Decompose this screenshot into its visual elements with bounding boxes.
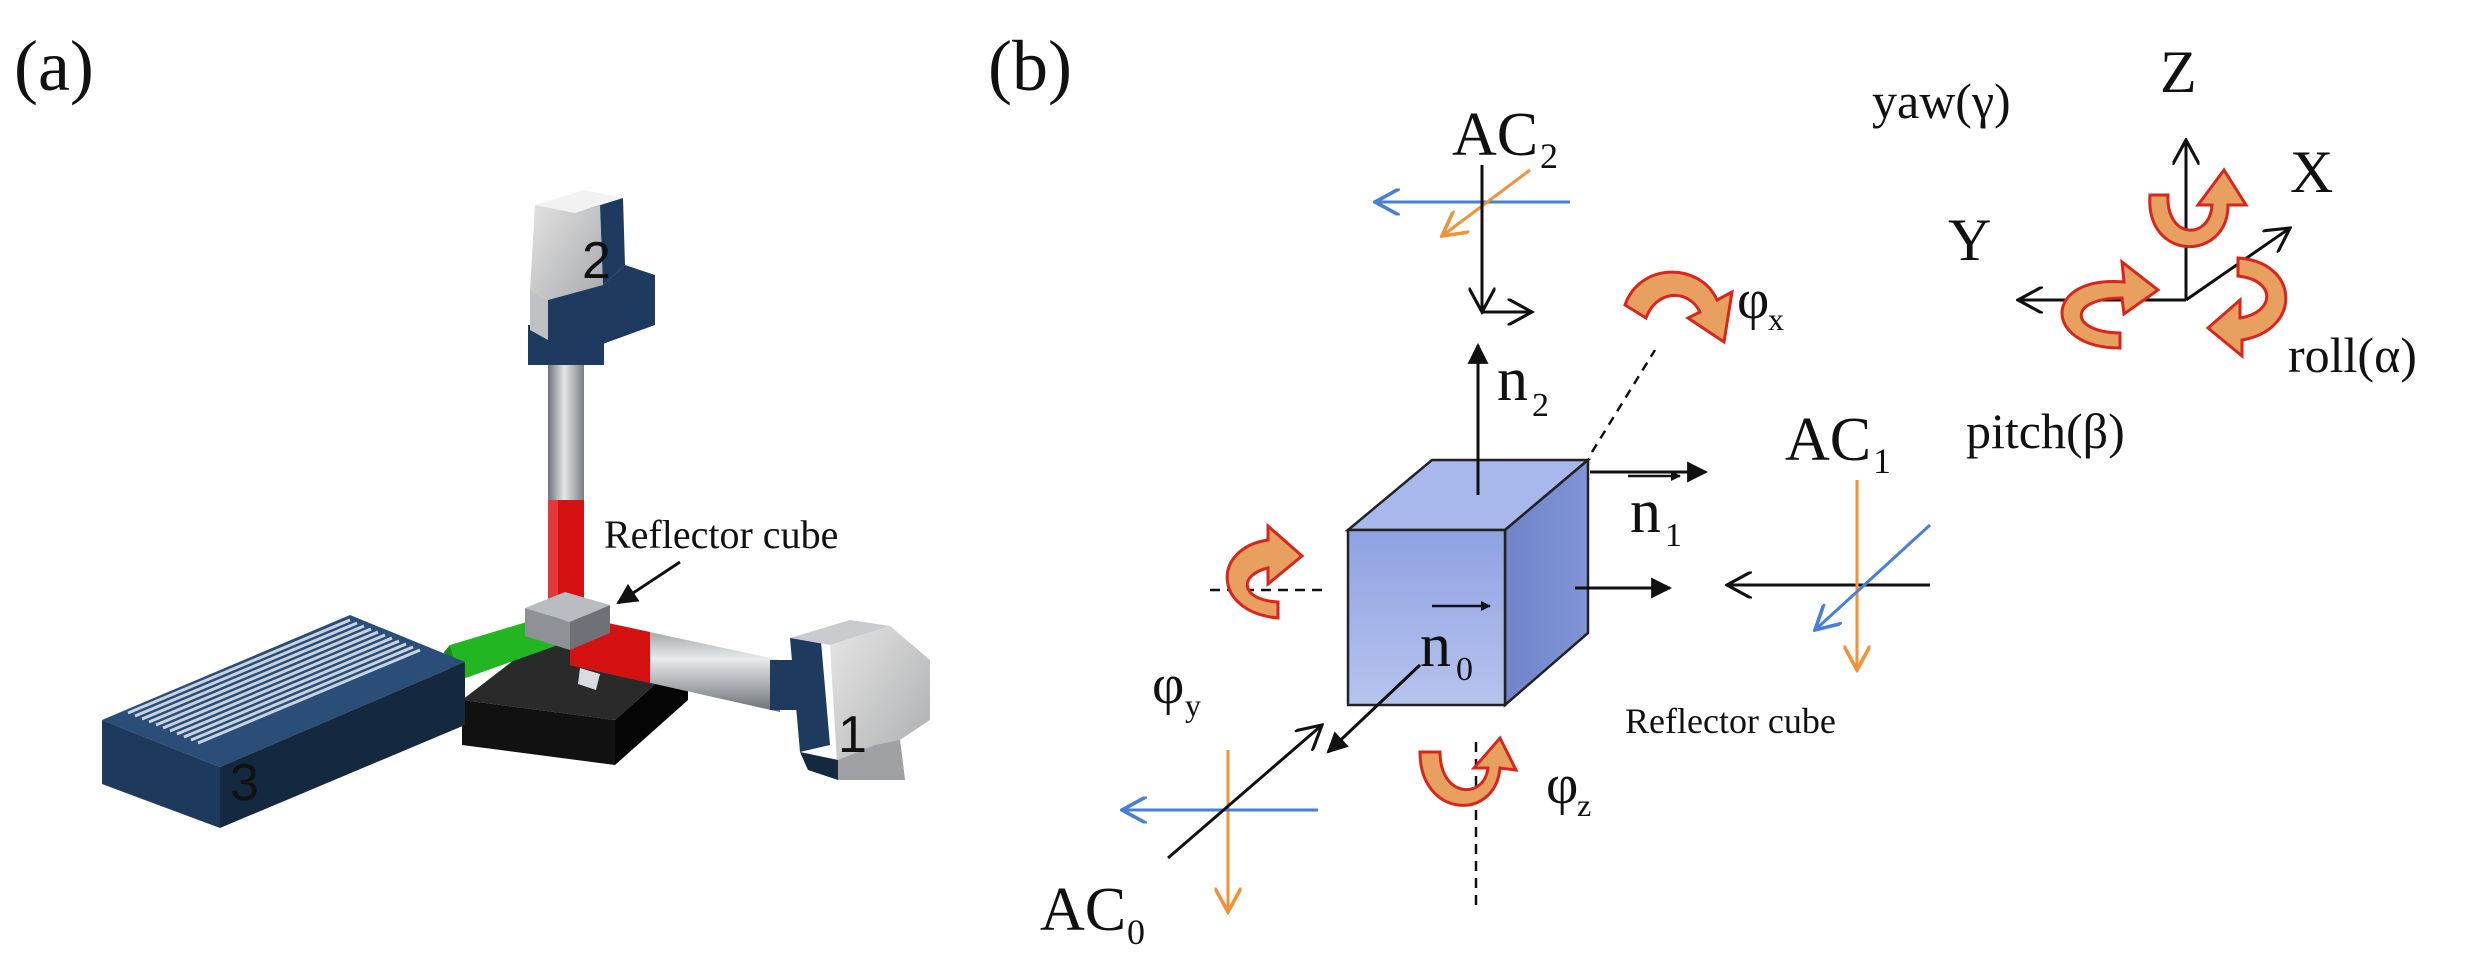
normal-n2: n 2 <box>1467 342 1549 495</box>
panel-b-label: (b) <box>988 26 1072 106</box>
curved-arrow-icon <box>2205 256 2288 360</box>
unit-1-number: 1 <box>838 706 867 764</box>
rotation-phi-y: φ y <box>1152 522 1322 723</box>
reflector-cube-annotation: Reflector cube <box>604 512 838 557</box>
reflector-cube-label: Reflector cube <box>1625 701 1836 741</box>
panel-b: (b) Reflector cube n 2 n 1 n 0 AC <box>988 26 2417 952</box>
unit-2-number: 2 <box>582 232 611 290</box>
svg-text:1: 1 <box>1873 441 1891 481</box>
svg-text:x: x <box>1768 301 1784 337</box>
coordinate-axes: Z X Y yaw(γ) roll(α) pitch(β) <box>1872 39 2417 459</box>
curved-arrow-icon <box>1623 270 1734 345</box>
unit-3: 3 <box>102 615 465 828</box>
svg-text:φ: φ <box>1546 754 1578 816</box>
svg-text:2: 2 <box>1532 387 1549 424</box>
rotation-phi-x: φ x <box>1590 269 1784 453</box>
pitch-label: pitch(β) <box>1966 403 2125 459</box>
svg-text:AC: AC <box>1452 101 1538 169</box>
curved-arrow-icon <box>2060 258 2161 350</box>
axis-y-label: Y <box>1948 207 1991 273</box>
yaw-label: yaw(γ) <box>1872 73 2011 129</box>
reflector-cube <box>1344 457 1592 708</box>
svg-text:2: 2 <box>1540 136 1558 176</box>
autocollimator-ac1: AC 1 <box>1727 406 1932 670</box>
panel-a-label: (a) <box>14 26 94 106</box>
svg-text:z: z <box>1577 787 1591 823</box>
unit-2: 2 <box>528 190 655 365</box>
axis-x-label: X <box>2290 139 2333 205</box>
svg-text:AC: AC <box>1785 406 1871 474</box>
autocollimator-ac2: AC 2 <box>1375 101 1570 312</box>
unit-3-number: 3 <box>230 754 259 812</box>
svg-text:y: y <box>1185 687 1201 723</box>
svg-text:1: 1 <box>1665 517 1682 554</box>
reflector-mount <box>525 592 610 690</box>
unit-1: 1 <box>770 620 930 780</box>
autocollimator-ac0: AC 0 <box>1040 663 1422 952</box>
svg-text:AC: AC <box>1040 876 1126 944</box>
curved-arrow-icon <box>1225 522 1305 620</box>
normal-n0: n 0 <box>1420 577 1673 688</box>
axis-z-label: Z <box>2160 39 2197 105</box>
roll-label: roll(α) <box>2288 327 2417 383</box>
vent-slots <box>127 618 421 745</box>
normal-n1: n 1 <box>1590 461 1709 554</box>
annotation-arrow <box>616 560 681 605</box>
curved-arrow-icon <box>1418 735 1519 807</box>
svg-text:n: n <box>1630 478 1661 546</box>
vertical-arm <box>548 355 584 620</box>
svg-text:n: n <box>1497 346 1528 414</box>
svg-text:φ: φ <box>1737 269 1769 331</box>
panel-a: (a) <box>14 26 930 828</box>
curved-arrow-icon <box>2148 167 2249 249</box>
rotation-phi-z: φ z <box>1418 735 1591 912</box>
svg-text:0: 0 <box>1127 912 1145 952</box>
svg-text:φ: φ <box>1152 654 1184 716</box>
svg-text:0: 0 <box>1456 651 1473 688</box>
svg-text:n: n <box>1420 612 1451 680</box>
